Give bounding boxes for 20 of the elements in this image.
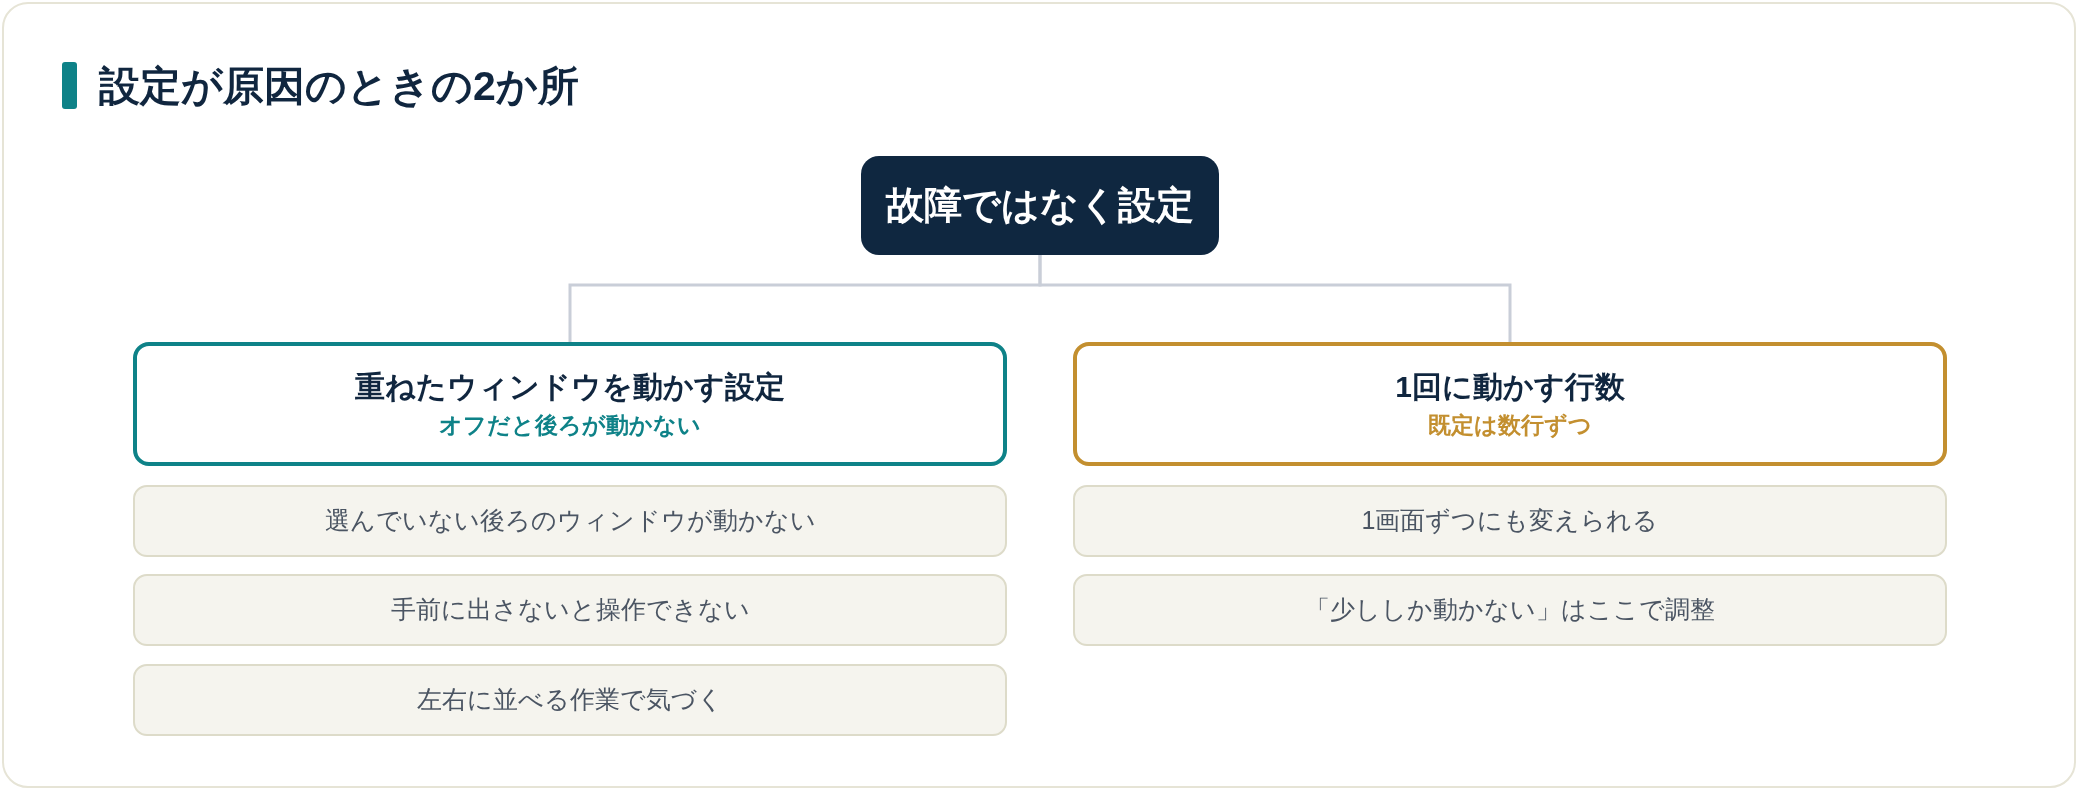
item-label: 選んでいない後ろのウィンドウが動かない [324,505,816,537]
category-note: 既定は数行ずつ [1428,410,1592,440]
item-label: 手前に出さないと操作できない [390,594,750,626]
item-label: 「少ししか動かない」はここで調整 [1305,594,1715,626]
category-box [133,342,1007,466]
item-label: 1画面ずつにも変えられる [1361,505,1659,537]
item-label: 左右に並べる作業で気づく [417,684,723,716]
category-title: 1回に動かす行数 [1395,369,1625,406]
root-label: 故障ではなく設定 [886,182,1194,228]
item-box [1073,485,1947,557]
item-box [133,664,1007,736]
category-note: オフだと後ろが動かない [439,410,701,440]
heading: 設定が原因のときの2か所 [99,62,579,111]
category-box [1073,342,1947,466]
item-box [1073,574,1947,646]
item-box [133,574,1007,646]
root-box [861,156,1219,255]
connector [1038,255,1512,342]
item-box [133,485,1007,557]
category-title: 重ねたウィンドウを動かす設定 [355,369,785,406]
